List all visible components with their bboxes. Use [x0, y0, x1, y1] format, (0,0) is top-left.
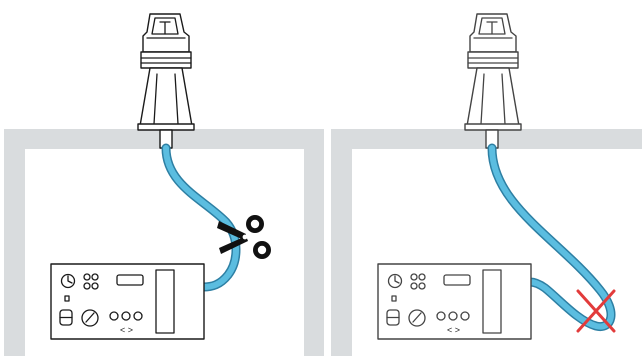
cable-left [161, 143, 241, 292]
controller-right: < > [377, 263, 532, 340]
panel-left: < > [4, 13, 324, 356]
red-cross-icon [576, 289, 616, 333]
scissors-icon [217, 215, 271, 259]
panel-right: < > [331, 13, 642, 356]
sensor-left [137, 13, 195, 149]
arrow-labels-right: < > [447, 325, 460, 335]
cable-right [487, 143, 616, 331]
controller-left: < > [50, 263, 205, 340]
sensor-right [464, 13, 522, 149]
arrow-labels-left: < > [120, 325, 133, 335]
